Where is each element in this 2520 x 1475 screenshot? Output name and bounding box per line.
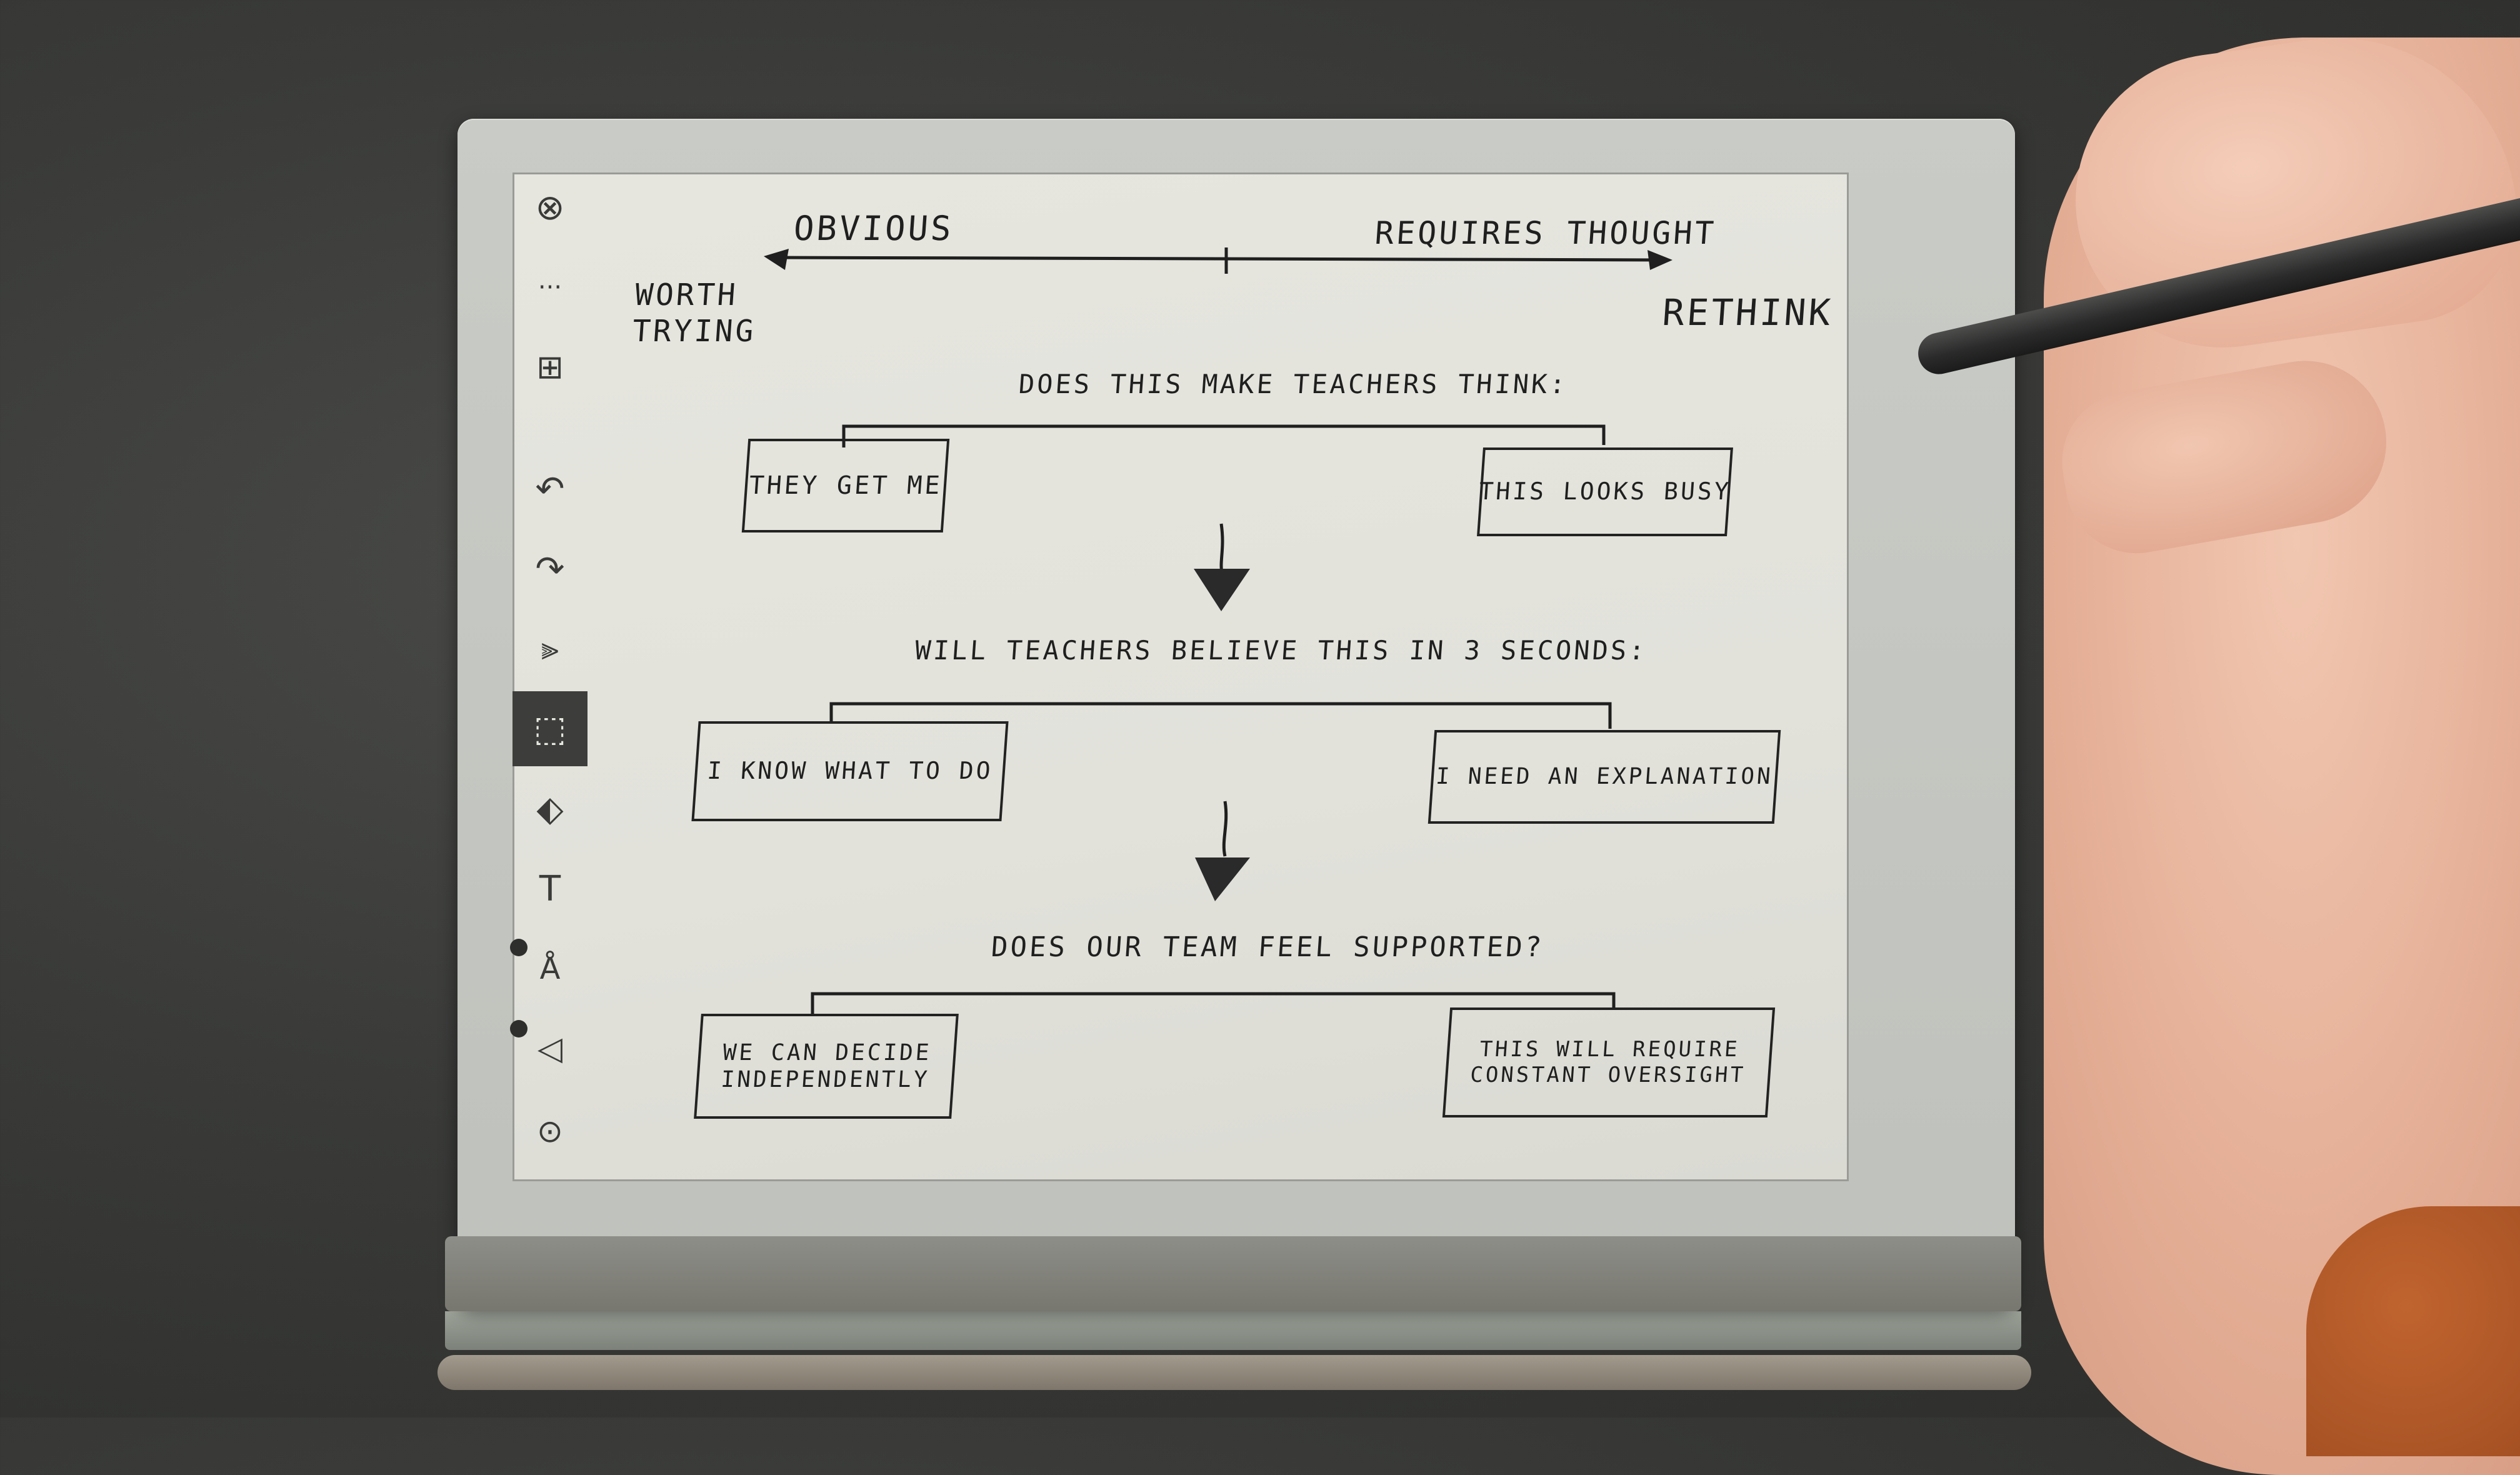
scale-line <box>775 258 1662 260</box>
scale-right-arrowhead <box>1648 250 1672 270</box>
scale-left-label: OBVIOUS <box>792 209 955 248</box>
q3-right-box: THIS WILL REQUIRE CONSTANT OVERSIGHT <box>1442 1008 1775 1118</box>
corner-left-label: WORTH TRYING <box>631 278 761 349</box>
down-arrow-1-head <box>1194 569 1250 611</box>
question-1: DOES THIS MAKE TEACHERS THINK: <box>1018 369 1569 399</box>
question-3: DOES OUR TEAM FEEL SUPPORTED? <box>990 931 1545 963</box>
down-arrow-2-head <box>1195 858 1250 901</box>
q1-bracket <box>844 426 1604 448</box>
q2-left-box: I KNOW WHAT TO DO <box>691 721 1008 821</box>
q1-left-box: THEY GET ME <box>742 439 949 532</box>
q1-right-box: THIS LOOKS BUSY <box>1477 448 1733 536</box>
scale-left-arrowhead <box>764 249 789 270</box>
corner-right-label: RETHINK <box>1661 291 1834 334</box>
q3-left-box: WE CAN DECIDE INDEPENDENTLY <box>694 1014 959 1119</box>
q2-right-box: I NEED AN EXPLANATION <box>1428 730 1781 824</box>
down-arrow-1-shaft <box>1221 524 1222 575</box>
scale-right-label: REQUIRES THOUGHT <box>1374 215 1718 251</box>
question-2: WILL TEACHERS BELIEVE THIS IN 3 SECONDS: <box>914 635 1648 666</box>
down-arrow-2-shaft <box>1224 801 1226 856</box>
